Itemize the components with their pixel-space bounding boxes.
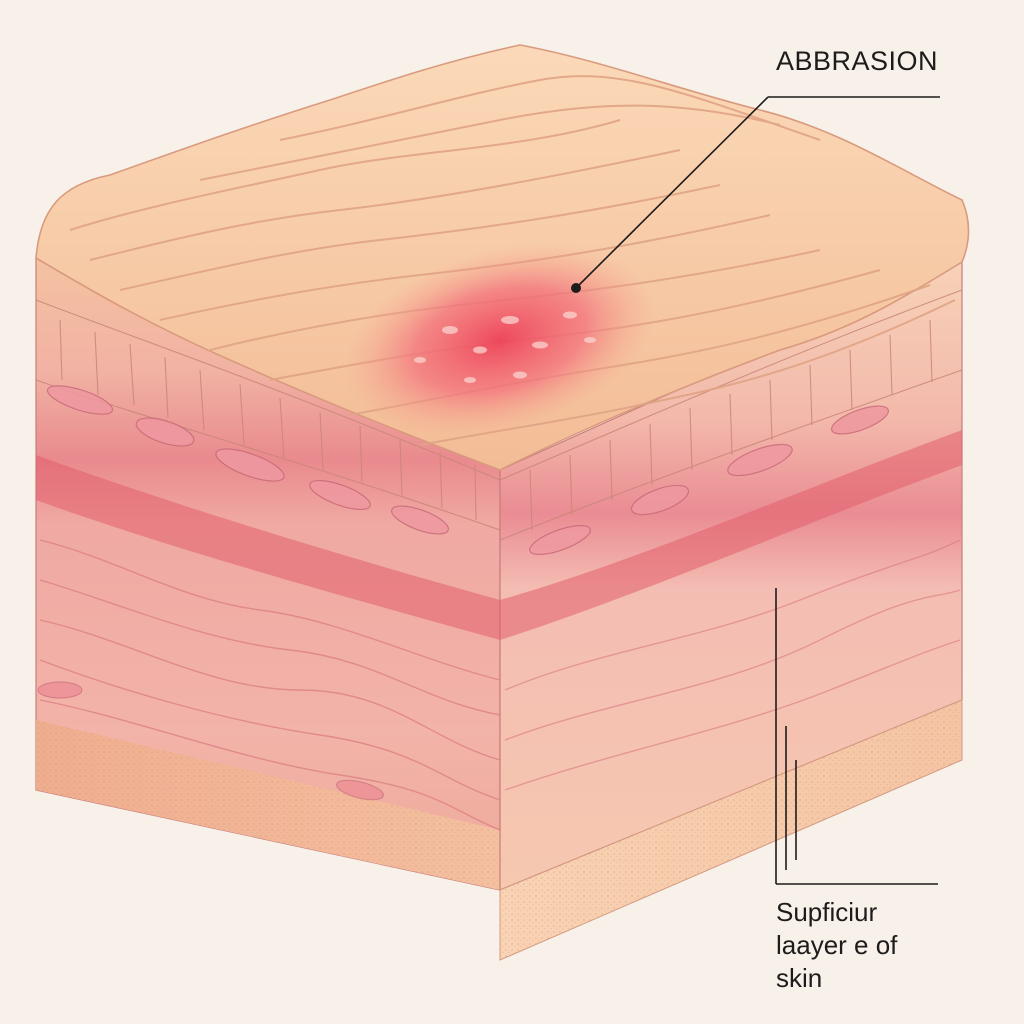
superficial-layer-label-line1: Supficiur (776, 897, 878, 927)
skin-layer-leader-line (775, 588, 938, 885)
superficial-layer-label: Supficiur laayer e of skin (776, 896, 897, 995)
abrasion-leader-line (575, 96, 940, 289)
abrasion-label: ABBRASION (776, 46, 939, 76)
abrasion-pointer-dot (571, 283, 581, 293)
superficial-layer-label-line2: laayer e of (776, 930, 898, 960)
superficial-layer-label-line3: skin (776, 963, 823, 993)
